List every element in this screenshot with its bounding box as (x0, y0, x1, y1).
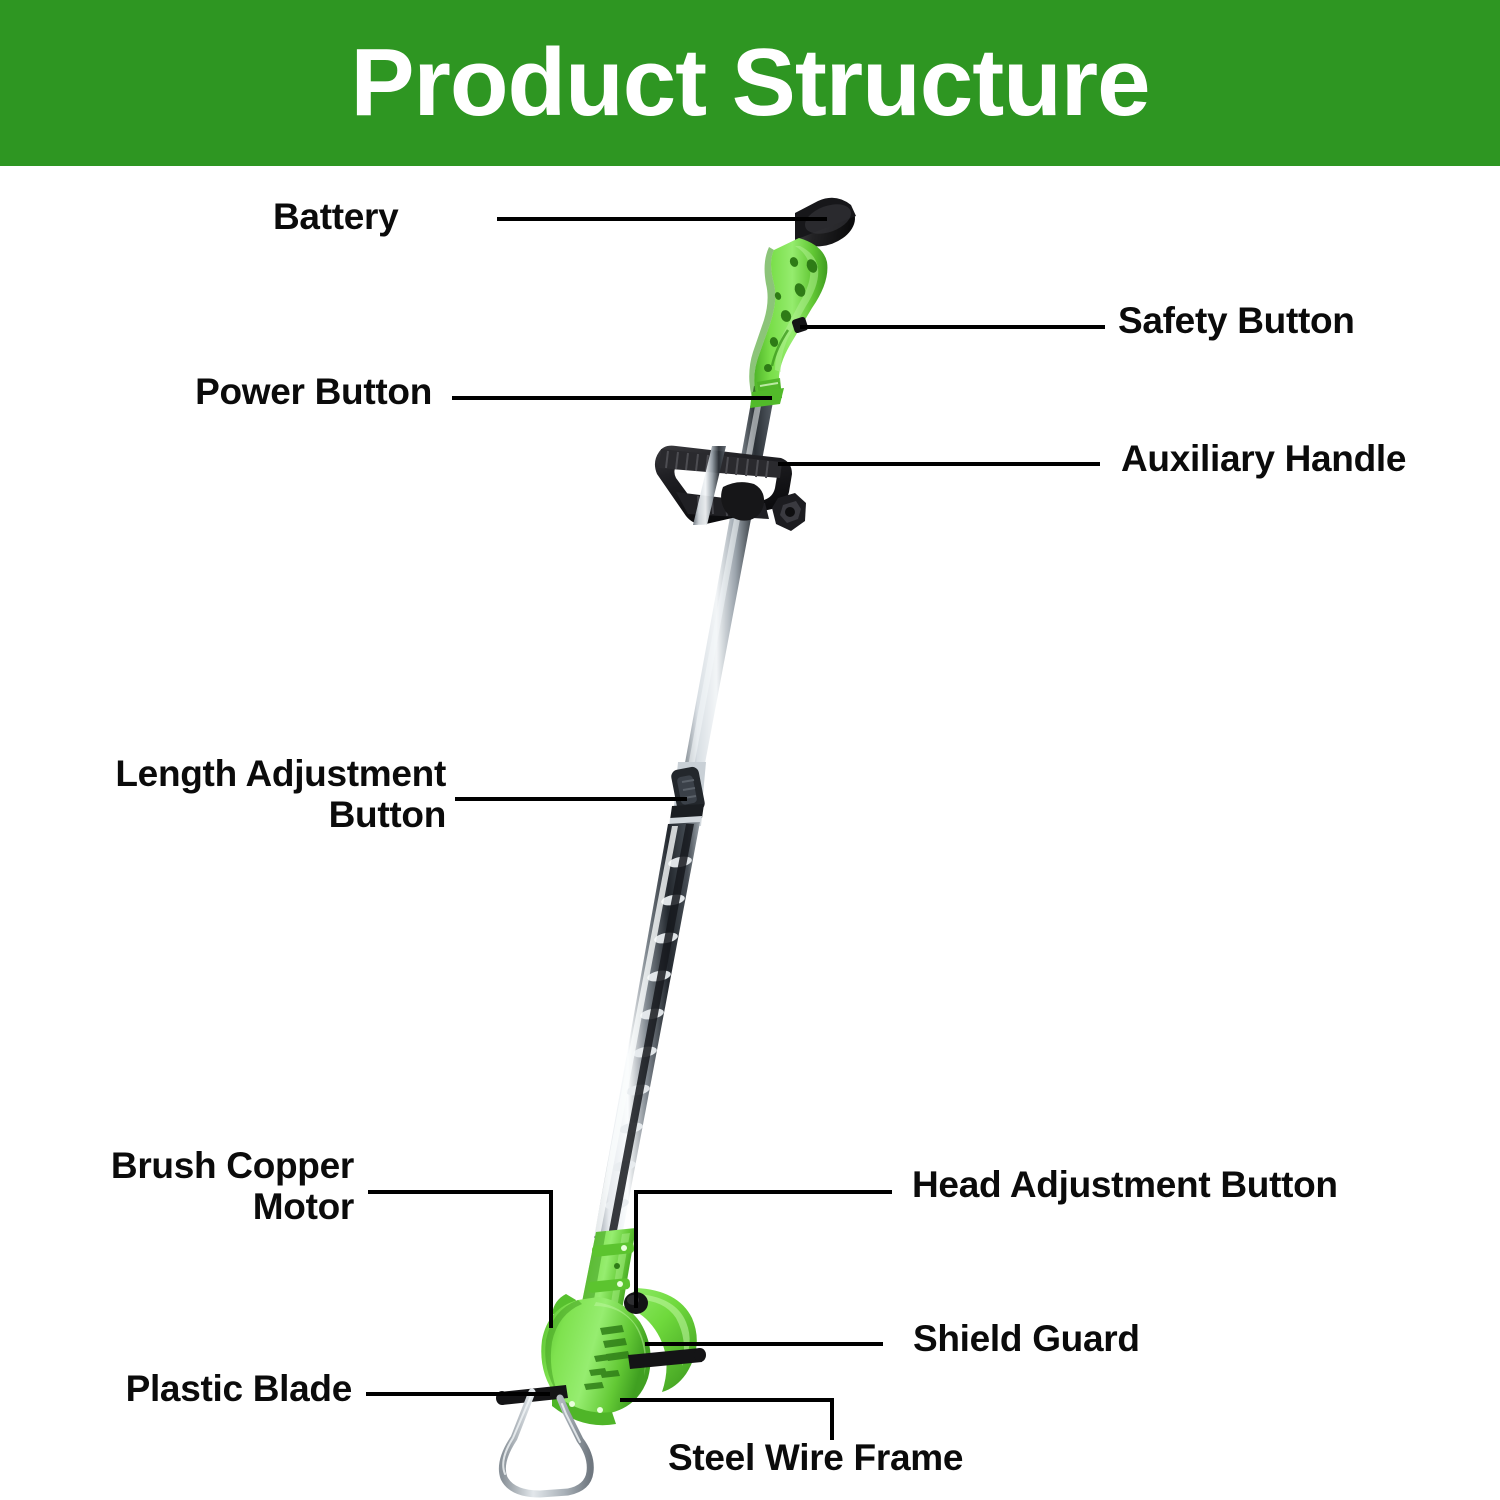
upper-shaft (680, 386, 776, 790)
callout-label-steel-wire-frame: Steel Wire Frame (668, 1437, 964, 1478)
callout-label-brush-copper-motor: Brush Copper Motor (110, 1145, 354, 1228)
callout-label-plastic-blade: Plastic Blade (125, 1368, 353, 1409)
lower-shaft (594, 822, 700, 1238)
steel-wire-frame-part (498, 1388, 594, 1498)
callout-label-length-adjustment-button: Length Adjustment Button (115, 753, 446, 836)
auxiliary-handle-lower-grip (676, 492, 769, 519)
length-adjustment-clamp[interactable] (669, 762, 706, 828)
auxiliary-handle-ribs (659, 449, 782, 479)
callout-label-battery: Battery (273, 196, 399, 237)
callout-label-safety-button: Safety Button (1118, 300, 1355, 341)
brush-copper-motor-part (541, 1297, 651, 1426)
leader-line-head-adjustment-button-h (634, 1190, 892, 1194)
callout-label-head-adjustment-button: Head Adjustment Button (912, 1164, 1338, 1205)
plastic-blade-part-right[interactable] (628, 1348, 706, 1369)
leader-line-brush-copper-motor-v (549, 1190, 553, 1328)
leader-line-shield-guard (645, 1342, 883, 1346)
leader-line-length-adjustment-button (455, 797, 687, 801)
handle-grip (749, 238, 828, 403)
leader-line-head-adjustment-button-v (634, 1190, 638, 1308)
leader-line-auxiliary-handle (778, 462, 1100, 466)
callout-label-shield-guard: Shield Guard (913, 1318, 1140, 1359)
callout-label-power-button: Power Button (195, 371, 432, 412)
leader-line-safety-button (800, 325, 1105, 329)
handle-assembly (749, 197, 856, 408)
page-title: Product Structure (350, 29, 1150, 136)
leader-line-steel-wire-frame-h (620, 1398, 834, 1402)
leader-line-brush-copper-motor-h (368, 1190, 553, 1194)
leader-line-steel-wire-frame-v (830, 1398, 834, 1440)
motor-neck (580, 1228, 636, 1312)
auxiliary-handle-knob[interactable] (772, 493, 806, 531)
leader-line-battery (497, 217, 827, 221)
header-banner: Product Structure (0, 0, 1500, 166)
steel-wire-frame-highlight (502, 1395, 581, 1475)
callout-label-auxiliary-handle: Auxiliary Handle (1121, 438, 1407, 479)
leader-line-plastic-blade (366, 1392, 550, 1396)
battery-cap (794, 197, 856, 247)
auxiliary-handle-part[interactable] (654, 445, 806, 531)
leader-line-power-button (452, 396, 772, 400)
